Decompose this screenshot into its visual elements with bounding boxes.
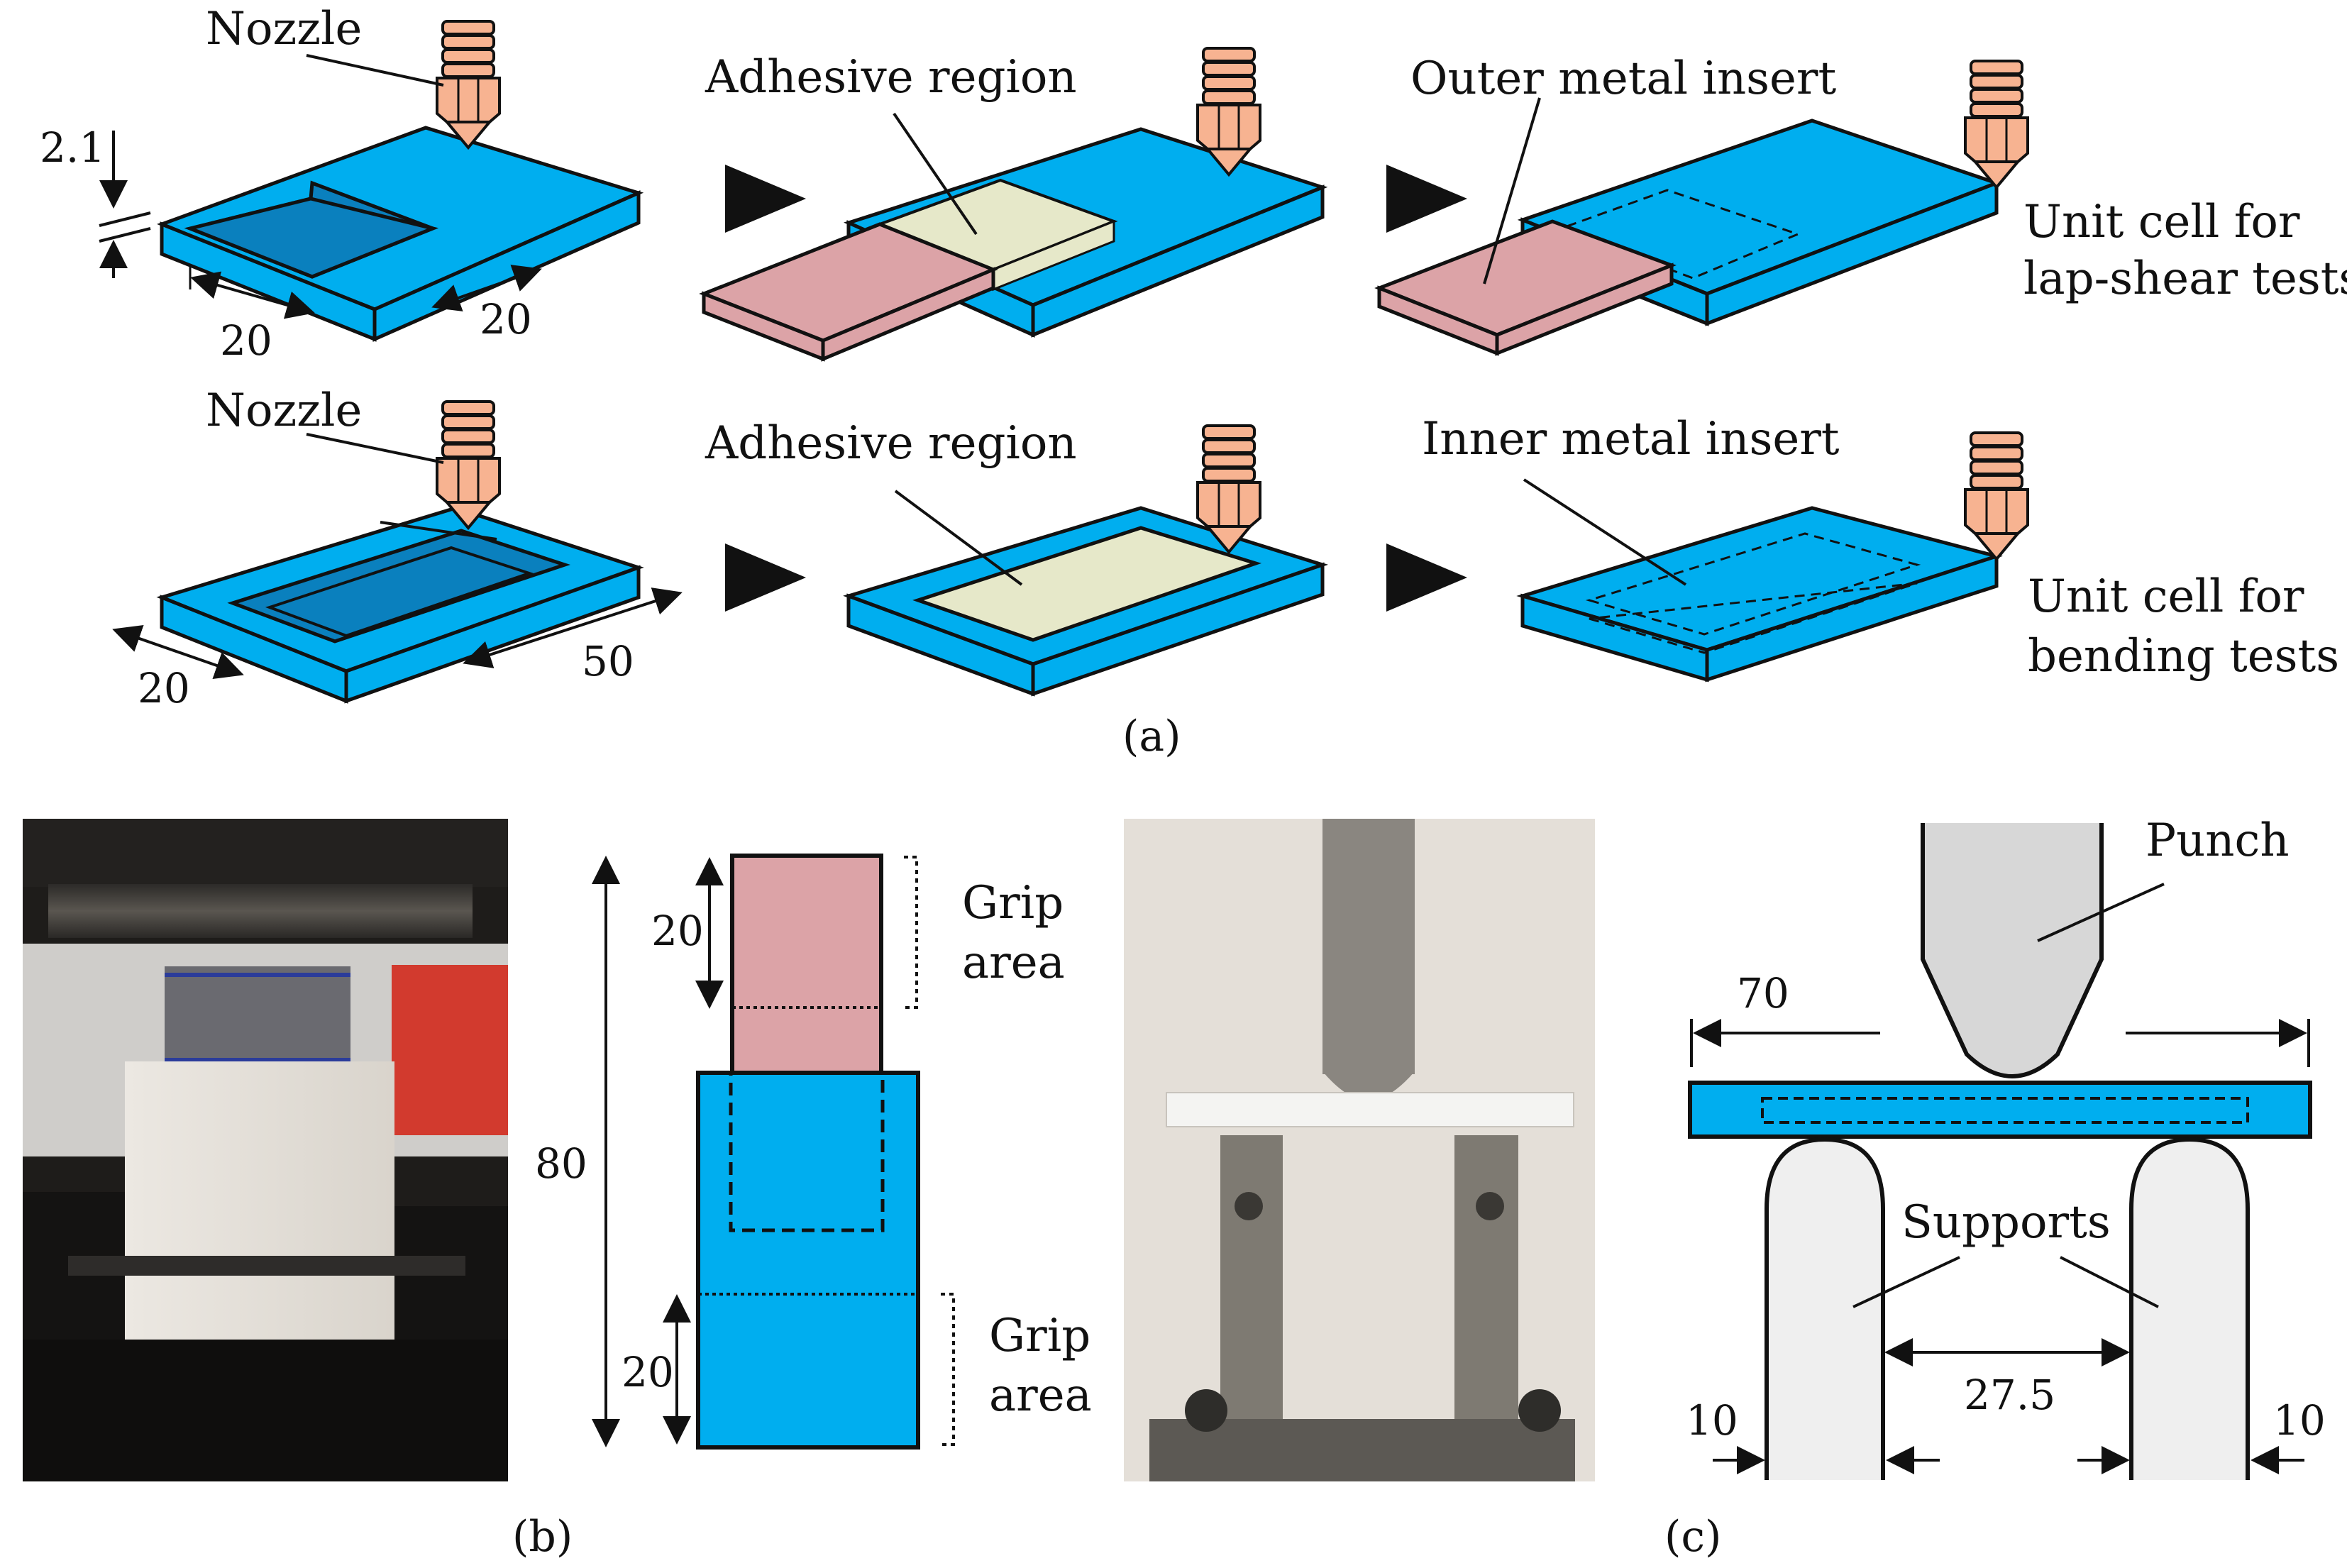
grip-bracket-bottom [941,1293,955,1446]
dim-50-arrow-2 [463,587,683,668]
blue-body [696,1071,920,1450]
supports-leader-right [2060,1256,2159,1308]
punch-label: Punch [2146,815,2290,867]
punch [1921,823,2104,1078]
row2-adhesive-label: Adhesive region [705,417,1077,470]
photo-bending [1124,819,1595,1481]
dim-10-left-label: 10 [1686,1396,1738,1445]
caption-b: (b) [512,1512,573,1562]
adhesive-leader-1 [893,112,978,236]
row2-unit-cell [1516,506,2003,683]
metal-insert-top [730,854,883,1075]
dim-20-arrow-2 [112,624,244,680]
row1-dim-left: 20 [220,316,272,365]
row1-nozzle-3 [1964,60,2029,189]
row2-insert-label: Inner metal insert [1422,413,1840,465]
row2-cell-label-line1: Unit cell for [2028,570,2304,623]
grip-bracket-top [904,856,918,1009]
dim-span-label: 27.5 [1964,1371,2055,1419]
dim-70-label: 70 [1737,969,1789,1017]
row1-cell-label-line2: lap-shear tests [2023,253,2347,305]
row1-nozzle-1 [436,20,501,149]
insert-leader-2 [1523,478,1687,586]
caption-c: (c) [1664,1512,1721,1562]
punch-leader [2037,883,2165,942]
step-arrow-icon-4 [1386,543,1467,612]
row2-dim-right: 50 [582,637,634,685]
row1-adhesive-label: Adhesive region [705,51,1077,104]
dim-right-arrow [431,265,542,311]
dim-thickness-ext-2 [99,227,151,243]
dim-80-label: 80 [535,1139,587,1188]
row1-unit-cell [1374,118,2002,356]
inner-insert-outline [1761,1097,2249,1124]
grip-bottom-line2: area [989,1369,1092,1422]
row1-dim-thickness: 2.1 [40,123,105,172]
adhesive-leader-2 [894,490,1023,586]
dim-thickness-ext-1 [99,211,151,227]
support-right [2129,1137,2250,1480]
photo-lap-shear [23,819,508,1481]
row1-insert-label: Outer metal insert [1410,53,1836,105]
row2-cell-label-line2: bending tests [2028,630,2339,683]
panel-c: Punch Supports 70 27.5 10 10 (c) [1124,815,2326,1562]
supports-leader-left [1852,1256,1960,1308]
insert-leader-1 [1483,97,1541,285]
row1-cell-label-line1: Unit cell for [2023,196,2300,248]
nozzle-leader-2 [306,433,444,464]
supports-label: Supports [1901,1196,2111,1249]
hidden-insert-outline [729,1071,885,1232]
panel-a-row2: Nozzle 20 50 Adhesive region Inner metal… [112,385,2339,761]
caption-a: (a) [1122,712,1181,761]
pocket-line-2 [380,521,497,541]
step-arrow-icon-3 [725,543,806,612]
row2-plate-adhesive [843,506,1329,697]
row1-plate-adhesive [699,127,1328,362]
dim-10-right-label: 10 [2273,1396,2326,1445]
grip-bottom-line1: Grip [989,1310,1090,1362]
bending-specimen [1688,1081,2312,1139]
dim-left-arrow [190,271,315,319]
row1-plate-with-pocket [157,126,644,342]
row2-dim-left: 20 [138,664,190,712]
row2-nozzle-label: Nozzle [206,385,362,437]
grip-top-line1: Grip [962,877,1064,929]
step-arrow-icon-2 [1386,165,1467,233]
step-arrow-icon-1 [725,165,806,233]
support-left [1765,1137,1885,1480]
dim-20-bottom-label: 20 [622,1348,674,1396]
nozzle-leader-1 [306,54,444,87]
grip-top-line2: area [962,937,1065,989]
row2-nozzle-3 [1964,431,2029,561]
panel-a: Nozzle 2.1 20 20 Adhesive region [40,3,2347,365]
row1-nozzle-label: Nozzle [206,3,362,55]
dim-20-top-label: 20 [651,907,704,955]
row1-dim-right: 20 [480,295,532,343]
panel-b: 80 20 20 Grip area Grip area (b) [23,819,1092,1562]
